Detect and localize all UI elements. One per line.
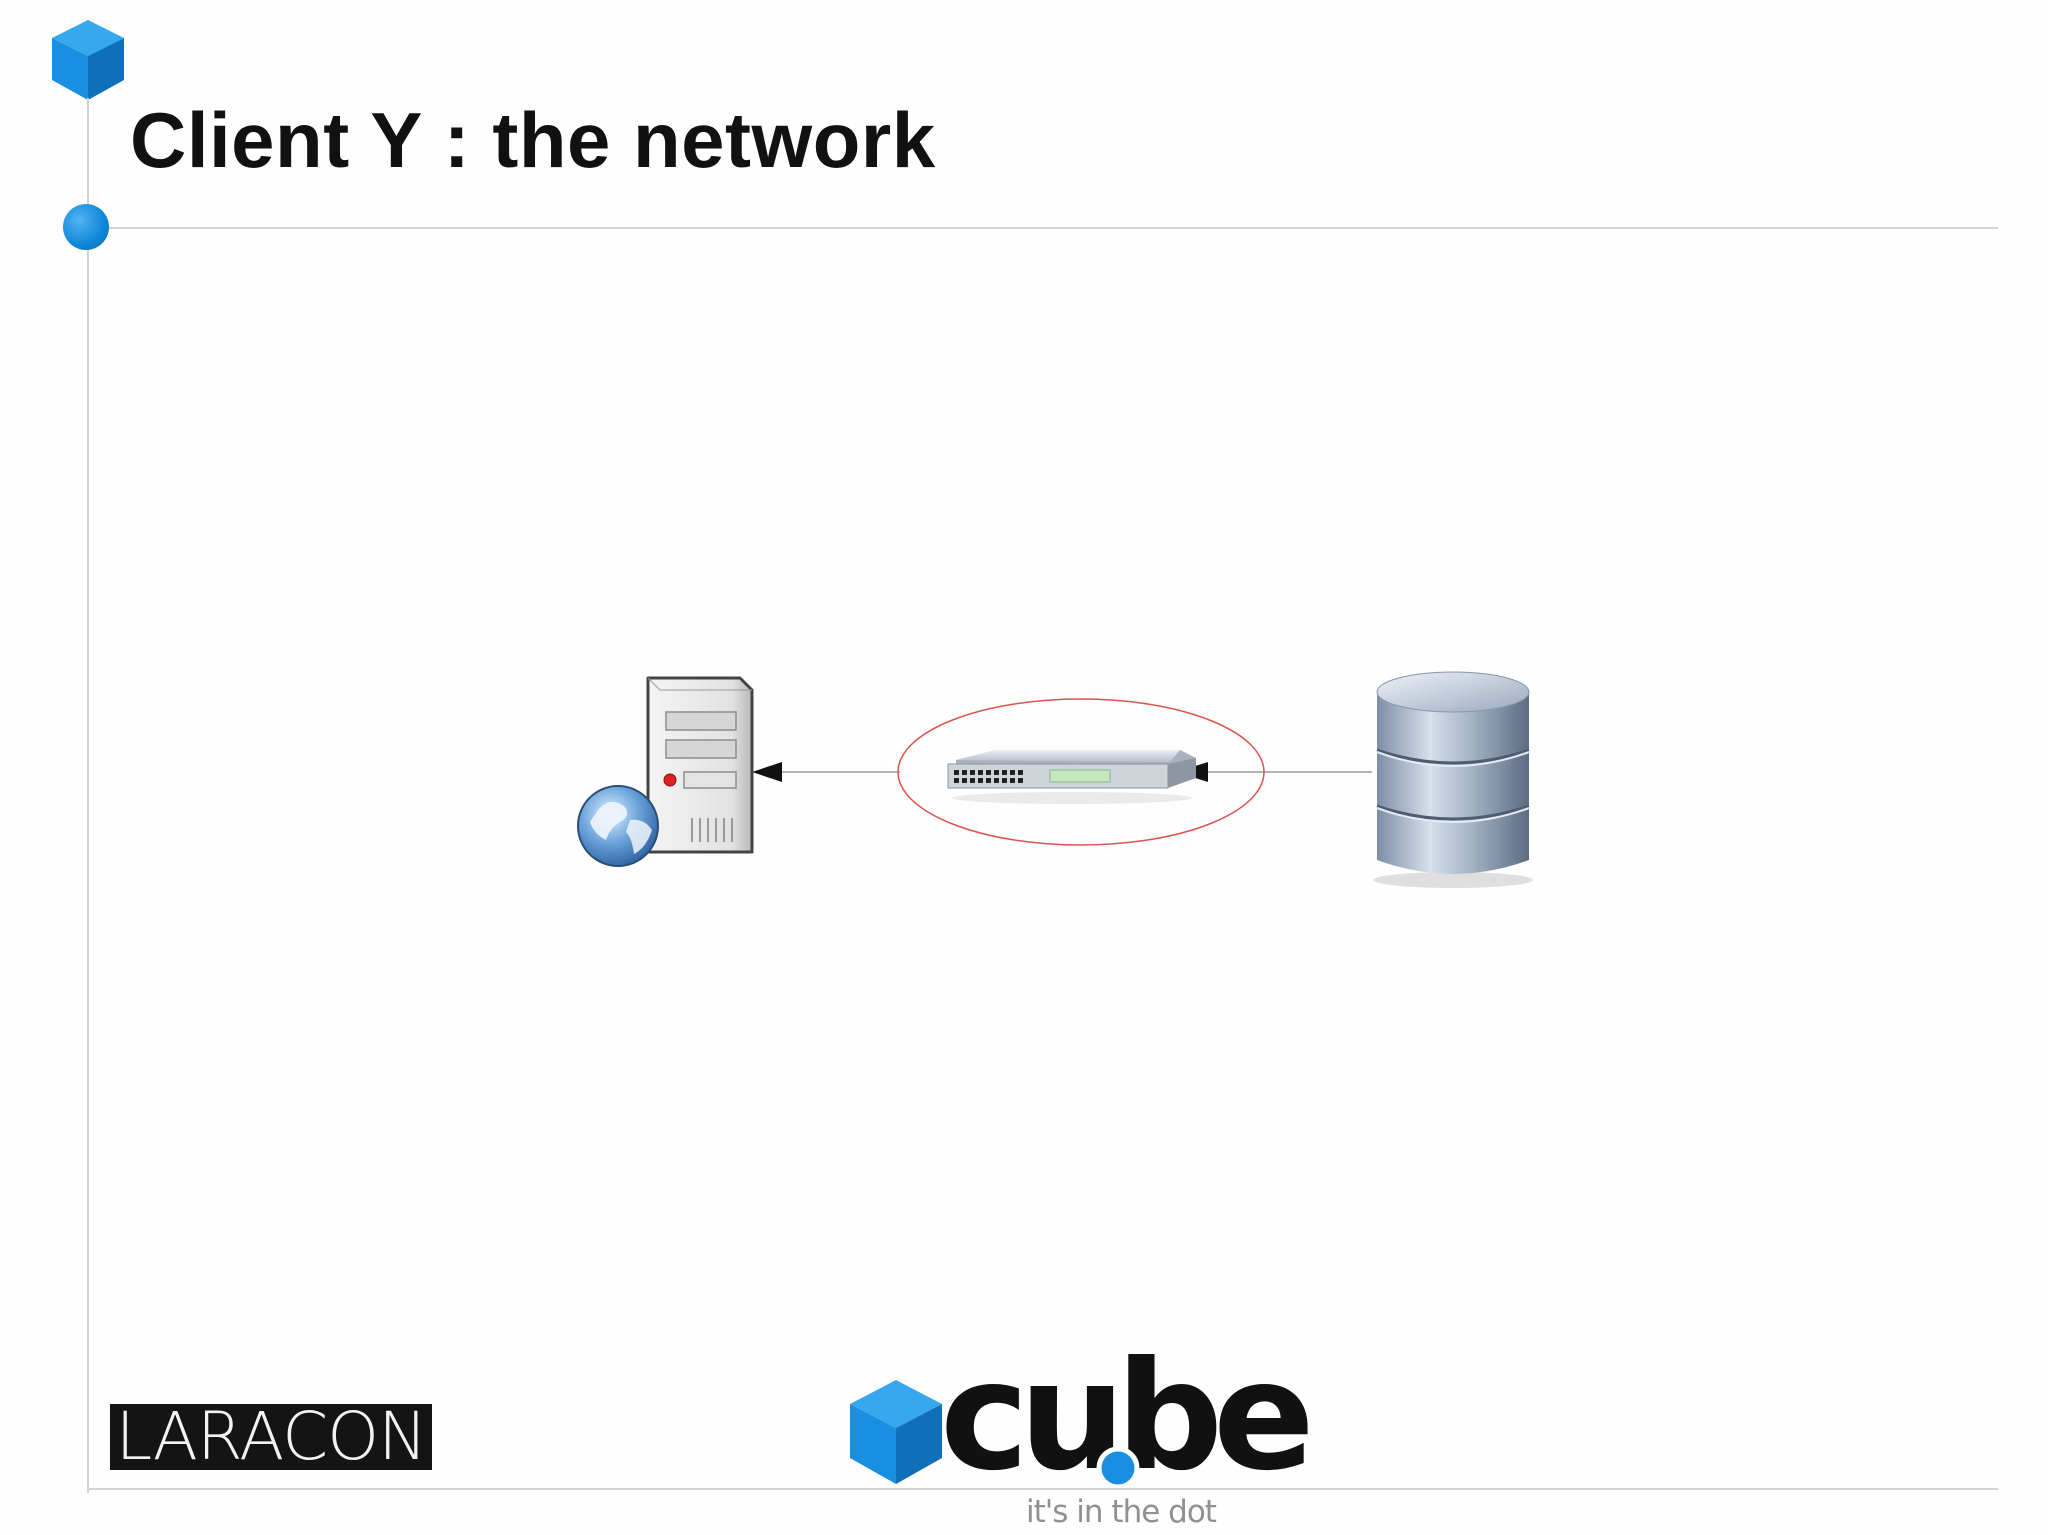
switch-highlight-ellipse [897, 698, 1265, 846]
cube-logo-icon [850, 1380, 942, 1484]
cube-wordmark: cube [940, 1330, 1310, 1488]
left-rule [87, 98, 89, 1493]
slide-title: Client Y : the network [130, 96, 936, 184]
laracon-logo-text: LARACON [115, 1404, 427, 1470]
timeline-dot-icon [63, 204, 109, 250]
laracon-logo: LARACON [110, 1404, 432, 1470]
footer-rule [87, 1488, 1998, 1490]
cube-dot-icon [1096, 1446, 1140, 1488]
database-icon [1373, 671, 1533, 888]
arrowhead-server [752, 762, 782, 782]
corner-cube-icon [52, 20, 124, 100]
web-server-icon [577, 676, 754, 867]
brand-tagline: it's in the dot [1026, 1494, 1217, 1530]
network-diagram [577, 671, 1533, 888]
network-switch-icon [947, 750, 1196, 804]
title-underline [108, 227, 1998, 229]
